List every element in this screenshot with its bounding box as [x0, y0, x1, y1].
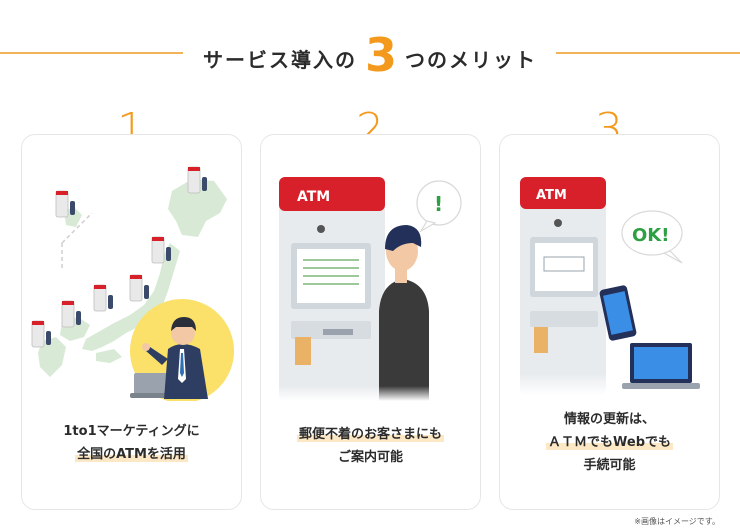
atm-label: ATM [297, 189, 330, 205]
merit-caption-2: 郵便不着のお客さまにも ご案内可能 [261, 427, 480, 465]
caption-line: ご案内可能 [337, 450, 403, 465]
merit-caption-1: 1to1マーケティングに 全国のATMを活用 [22, 424, 241, 462]
atm-label: ATM [536, 188, 567, 203]
exclamation-icon: ! [434, 192, 443, 216]
japan-map-illustration [22, 151, 241, 401]
header-rule-left [0, 52, 183, 54]
section-header: サービス導入の 3 つのメリット [0, 22, 740, 78]
caption-line: 情報の更新は、 [563, 412, 655, 427]
atm-web-devices-graphic: ATM OK! [520, 177, 700, 395]
merit-card-2: ATM ! 郵便不着のお客さまにも ご案内可能 [260, 134, 481, 510]
caption-line-highlighted: 全国のATMを活用 [75, 447, 188, 462]
merit-caption-3: 情報の更新は、 ＡＴＭでもWebでも 手続可能 [500, 413, 719, 472]
section-title: サービス導入の 3 つのメリット [190, 22, 550, 78]
merit-card-1: 1to1マーケティングに 全国のATMを活用 [21, 134, 242, 510]
ok-bubble-text: OK! [632, 225, 669, 246]
header-rule-right [556, 52, 740, 54]
caption-line-highlighted: 郵便不着のお客さまにも [296, 427, 444, 442]
atm-customer-illustration: ATM ! [261, 151, 480, 401]
title-text-after: つのメリット [405, 48, 537, 72]
merit-card-3: ATM OK! 情報の更新は、 ＡＴＭでもWebでも 手続可能 [499, 134, 720, 510]
title-text-before: サービス導入の [202, 48, 357, 72]
caption-line: 手続可能 [583, 458, 636, 473]
caption-line-highlighted: ＡＴＭでもWebでも [546, 435, 673, 450]
image-disclaimer: ※画像はイメージです。 [634, 517, 720, 526]
caption-line: 1to1マーケティングに [63, 424, 200, 439]
title-number: 3 [364, 28, 397, 82]
atm-devices-illustration: ATM OK! [500, 151, 719, 401]
atm-question-graphic: ATM ! [279, 177, 462, 401]
japan-map-atm-graphic [31, 166, 234, 401]
